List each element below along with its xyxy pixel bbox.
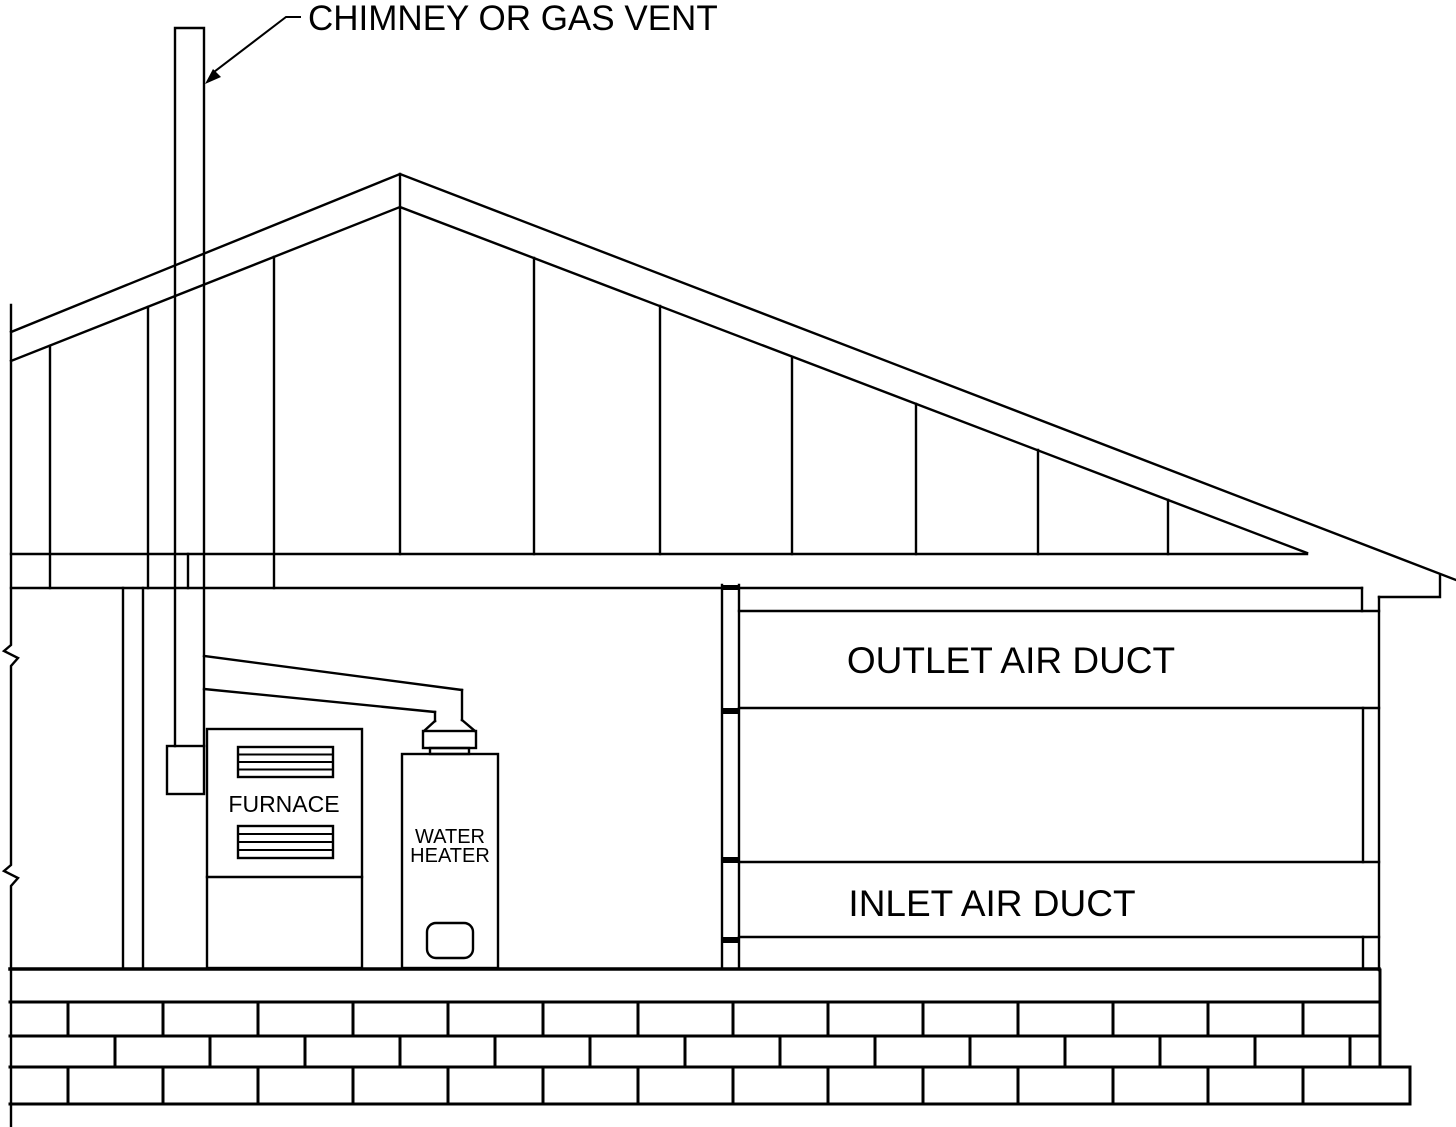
brick-joints-course-3: [66, 1066, 1305, 1105]
brick-joints-course-1: [66, 1001, 1305, 1037]
inlet-duct-label: INLET AIR DUCT: [848, 883, 1135, 924]
furnace-cabinet: [205, 727, 364, 970]
roof-outline: [9, 172, 1456, 582]
brick-foundation: [8, 968, 1412, 1106]
attic-studs: [48, 255, 1170, 590]
draft-hood: [421, 718, 478, 756]
eave-fascia: [1377, 573, 1442, 599]
water-heater-label-line1: WATER: [415, 826, 485, 848]
water-heater-label-line2: HEATER: [410, 845, 490, 867]
outlet-duct-label: OUTLET AIR DUCT: [847, 640, 1175, 681]
outlet-air-duct: OUTLET AIR DUCT: [737, 609, 1381, 710]
furnace-label: FURNACE: [228, 791, 339, 817]
chimney: [165, 26, 206, 796]
foundation-right-edge: [1378, 968, 1412, 1106]
chimney-cleanout-box: [165, 744, 206, 796]
chimney-label: CHIMNEY OR GAS VENT: [308, 0, 718, 38]
arrowhead-icon: [205, 69, 221, 84]
furnace: FURNACE: [205, 727, 364, 970]
water-heater: WATER HEATER: [400, 752, 500, 970]
vent-connector-pipe: [202, 654, 464, 723]
burner-access-door: [425, 921, 475, 960]
right-wall: [1360, 586, 1381, 972]
chimney-leader-arrow: [205, 16, 301, 84]
furnace-grille-upper: [236, 745, 335, 779]
brick-joints-course-2: [113, 1035, 1352, 1068]
partition-wall: [121, 586, 145, 970]
inlet-air-duct: INLET AIR DUCT: [737, 860, 1381, 939]
ceiling-joists: [9, 552, 1364, 590]
duct-support-post: [720, 583, 741, 970]
left-wall: [1, 303, 20, 1127]
furnace-grille-lower: [236, 824, 335, 860]
